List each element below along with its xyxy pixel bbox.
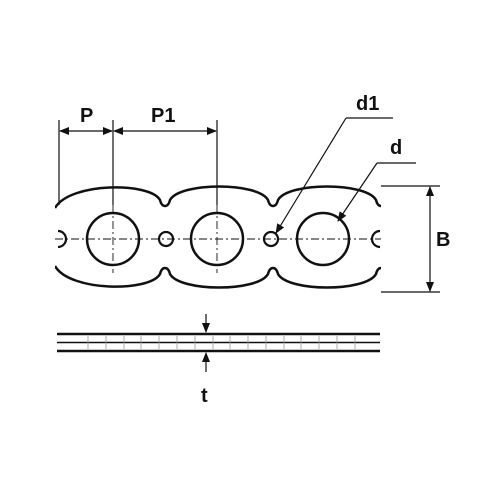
- strip-bottom-edge: [55, 265, 381, 289]
- strip-side-view: [57, 332, 380, 353]
- strip-top-edge: [55, 185, 381, 209]
- center-lines: [55, 205, 381, 273]
- label-p1: P1: [151, 105, 175, 127]
- right-edge-hole: [370, 229, 381, 249]
- label-b: B: [436, 229, 450, 251]
- left-edge-hole: [57, 229, 68, 249]
- label-t: t: [201, 385, 208, 407]
- strip-top-view: [55, 185, 381, 289]
- width-dimension: [381, 185, 440, 293]
- label-d1: d1: [356, 93, 379, 115]
- d1-leader: [275, 117, 393, 234]
- pitch-dimensions: [58, 120, 218, 205]
- label-d: d: [390, 137, 402, 159]
- side-view-hatch: [87, 336, 356, 349]
- d-leader: [337, 162, 416, 222]
- edge-holes: [57, 229, 381, 249]
- label-p: P: [80, 105, 93, 127]
